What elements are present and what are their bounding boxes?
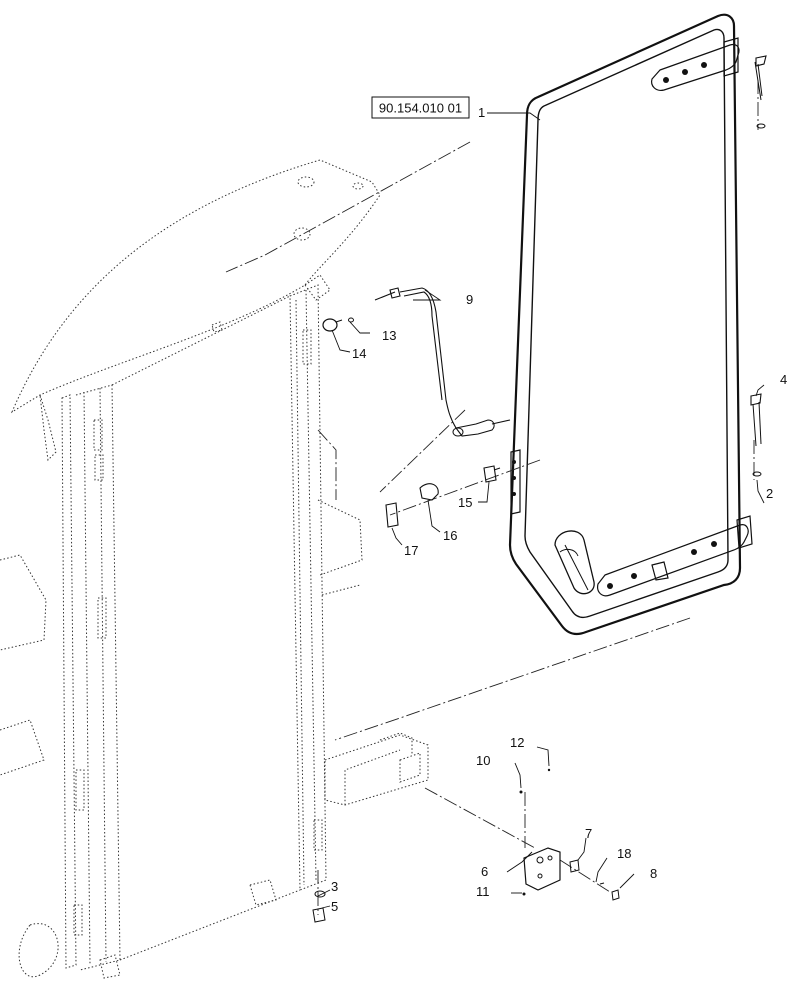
- cab-left-pillar: [0, 384, 121, 978]
- callout-14: 14: [352, 346, 366, 361]
- callout-7: 7: [585, 826, 592, 841]
- reference-code-box: 90.154.010 01: [371, 96, 470, 119]
- hinge-bolt-top: [754, 55, 767, 129]
- callout-16: 16: [443, 528, 457, 543]
- callout-1: 1: [478, 105, 485, 120]
- callout-5: 5: [331, 899, 338, 914]
- cab-roof: [10, 159, 381, 462]
- hinge-bolt-bottom: [750, 393, 762, 477]
- callout-17: 17: [404, 543, 418, 558]
- callout-11: 11: [476, 884, 490, 899]
- callout-2: 2: [766, 486, 773, 501]
- callout-13: 13: [382, 328, 396, 343]
- strut-ball-stud: [322, 317, 354, 332]
- cab-right-pillar: [99, 284, 363, 979]
- hinge-pin-nut: [312, 890, 326, 923]
- callout-leaders: [317, 112, 765, 909]
- callout-12: 12: [510, 735, 524, 750]
- callout-4: 4: [780, 372, 787, 387]
- callout-6: 6: [481, 864, 488, 879]
- callout-10: 10: [476, 753, 490, 768]
- callout-9: 9: [466, 292, 473, 307]
- lower-latch-assembly: [519, 768, 620, 901]
- cab-door: [508, 13, 753, 636]
- assembly-centerlines: [225, 80, 759, 915]
- callout-numbers: 1 2 3 4 5 6 7 8 9 10 11 12 13 14 15 16 1…: [331, 105, 787, 914]
- callout-3: 3: [331, 879, 338, 894]
- reference-code: 90.154.010 01: [379, 101, 462, 116]
- callout-8: 8: [650, 866, 657, 881]
- callout-18: 18: [617, 846, 631, 861]
- door-hinge-bracket: [324, 732, 429, 806]
- callout-15: 15: [458, 495, 472, 510]
- latch-parts: [385, 465, 501, 528]
- gas-strut-cable: [374, 287, 511, 437]
